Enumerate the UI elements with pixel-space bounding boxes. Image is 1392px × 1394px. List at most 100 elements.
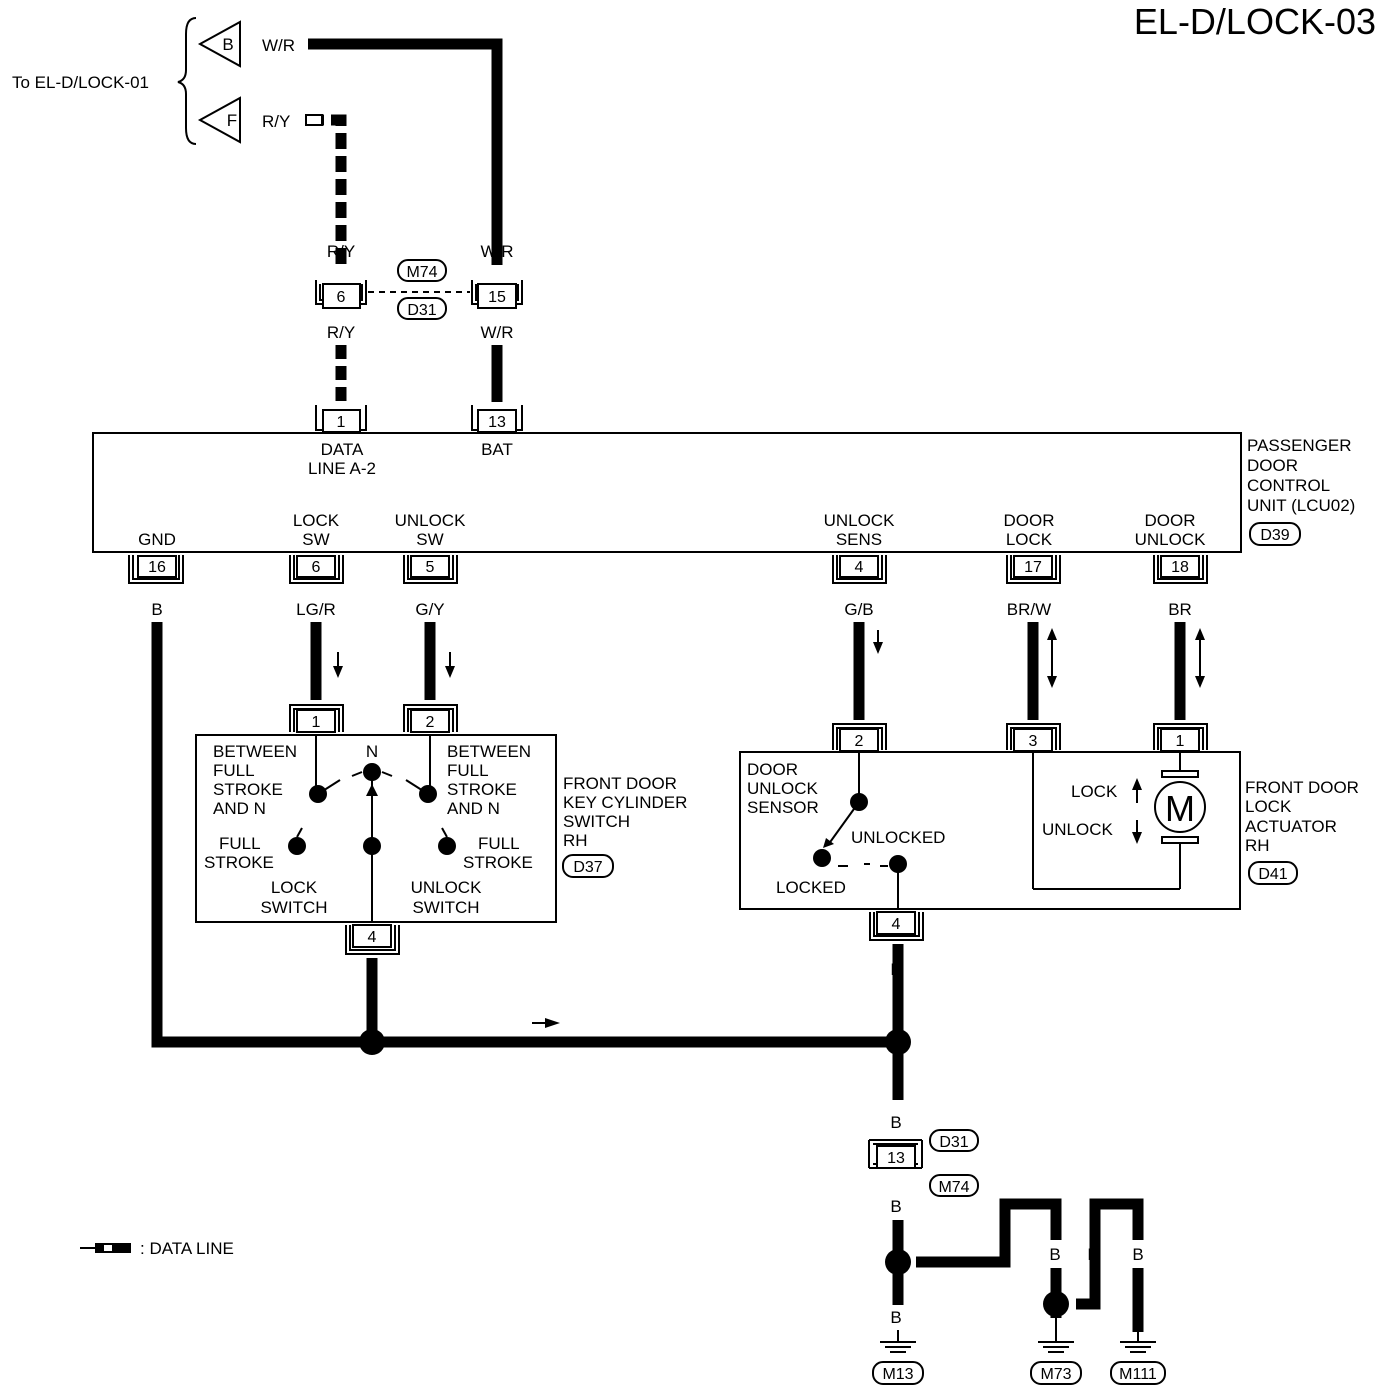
joint-wire-tl: R/Y <box>327 242 355 261</box>
cu-pin1-box <box>322 409 361 433</box>
ks-pin-1: 1 <box>289 704 344 733</box>
ks-lock-switch-2: SWITCH <box>260 898 327 917</box>
svg-text:1: 1 <box>312 714 321 731</box>
motor-label: M <box>1165 788 1195 829</box>
cu-name-4: UNIT (LCU02) <box>1247 496 1355 515</box>
svg-text:4: 4 <box>368 929 377 946</box>
control-unit-box <box>92 432 1242 553</box>
joint-right-pin-box <box>477 283 517 309</box>
arrow-down-sens <box>873 630 883 654</box>
cu-bottom-pin-4: 4 <box>832 555 887 584</box>
wr-wire <box>308 38 503 265</box>
act-pin-3: 3 <box>1006 723 1061 752</box>
svg-text:18: 18 <box>1171 559 1189 576</box>
arrow-down-unlock <box>445 652 455 678</box>
ks-pin-2: 2 <box>403 704 458 733</box>
svg-text:6: 6 <box>312 559 321 576</box>
ground-wire-m73b: B <box>1087 1245 1098 1264</box>
cu-bottom-pin-16: 16 <box>128 555 184 584</box>
wire-gb: G/B <box>844 600 873 619</box>
act-sensor-switch <box>813 753 907 910</box>
svg-text:2: 2 <box>855 733 864 750</box>
act-unlocked-label: UNLOCKED <box>851 828 945 847</box>
ks-left-between-2: FULL <box>213 761 255 780</box>
svg-text:5: 5 <box>426 559 435 576</box>
ground-symbol-m111 <box>1120 1332 1156 1353</box>
joint-left-pin-box <box>322 283 361 309</box>
ks-right-between-4: AND N <box>447 799 500 818</box>
ks-left-between-4: AND N <box>213 799 266 818</box>
cu-label-doorlock-1: DOOR <box>1004 511 1055 530</box>
ks-right-between-3: STROKE <box>447 780 517 799</box>
ground-joint-id-bottom-badge <box>929 1174 979 1197</box>
act-name-2: LOCK <box>1245 797 1292 816</box>
cu-bottom-pin-18: 18 <box>1153 555 1208 584</box>
wire-lgr: LG/R <box>296 600 336 619</box>
joint-id-top: M74 <box>406 264 437 281</box>
cu-label-doorunlock-1: DOOR <box>1145 511 1196 530</box>
ground-joint-id-bottom: M74 <box>938 1179 969 1196</box>
joint-id-top-badge <box>397 259 447 282</box>
svg-text:17: 17 <box>1024 559 1042 576</box>
connector-b-letter: B <box>222 35 233 54</box>
diagram-title: EL-D/LOCK-03 <box>1134 1 1376 42</box>
cu-label-gnd: GND <box>138 530 176 549</box>
svg-text:2: 2 <box>426 714 435 731</box>
joint-wire-tr: W/R <box>480 242 513 261</box>
cu-top-label-data: DATA <box>321 440 364 459</box>
data-line-end <box>305 114 323 126</box>
cu-label-unlock-1: UNLOCK <box>395 511 467 530</box>
ks-left-full-1: FULL <box>219 834 261 853</box>
cu-name-2: DOOR <box>1247 456 1298 475</box>
svg-text:13: 13 <box>887 1150 905 1167</box>
ground-m73-badge <box>1030 1361 1082 1385</box>
ks-left-between-3: STROKE <box>213 780 283 799</box>
ground-wire-2: B <box>890 1197 901 1216</box>
act-pin-1: 1 <box>1153 723 1208 752</box>
act-id-badge <box>1248 861 1298 885</box>
ks-internals <box>288 736 456 922</box>
ground-joint-pin-13: 13 <box>868 1139 923 1169</box>
ground-m111-badge <box>1110 1361 1166 1385</box>
arrow-bidir-unlock <box>1195 628 1205 688</box>
cu-id-badge <box>1249 522 1301 546</box>
act-sensor-2: UNLOCK <box>747 779 819 798</box>
cu-id: D39 <box>1260 527 1289 544</box>
splice-ground <box>885 1249 911 1275</box>
act-pin-2: 2 <box>832 723 887 752</box>
joint-wire-bl: R/Y <box>327 323 355 342</box>
cu-top-pin-13: 13 <box>488 414 506 431</box>
ground-branch-m111 <box>1076 1198 1144 1310</box>
joint-id-bottom: D31 <box>407 302 436 319</box>
ks-pin-4: 4 <box>345 924 400 955</box>
ks-left-full-2: STROKE <box>204 853 274 872</box>
svg-text:4: 4 <box>855 559 864 576</box>
cu-label-sens-1: UNLOCK <box>824 511 896 530</box>
cu-label-doorunlock-2: UNLOCK <box>1135 530 1207 549</box>
ks-left-between-1: BETWEEN <box>213 742 297 761</box>
connector-f-arrow <box>197 96 241 144</box>
act-id: D41 <box>1258 866 1287 883</box>
svg-text:3: 3 <box>1029 733 1038 750</box>
cu-pin13-box <box>477 409 517 433</box>
act-sensor-1: DOOR <box>747 760 798 779</box>
ground-symbol-m73 <box>1038 1318 1074 1353</box>
cu-name-3: CONTROL <box>1247 476 1330 495</box>
ground-wire-m111: B <box>1132 1245 1143 1264</box>
ks-right-full-1: FULL <box>478 834 520 853</box>
act-unlock-label: UNLOCK <box>1042 820 1114 839</box>
wire-gnd-run <box>151 622 372 1048</box>
wire-brw: BR/W <box>1007 600 1051 619</box>
legend-data-line: : DATA LINE <box>140 1239 234 1258</box>
svg-text:4: 4 <box>892 916 901 933</box>
cu-name-1: PASSENGER <box>1247 436 1352 455</box>
arrow-down-lock <box>333 652 343 678</box>
cu-bottom-pin-17: 17 <box>1006 555 1061 584</box>
actuator-box <box>739 751 1241 910</box>
ks-id: D37 <box>573 859 602 876</box>
wire-gy: G/Y <box>415 600 444 619</box>
motor-icon <box>1154 781 1206 833</box>
act-motor-circuit <box>1032 753 1199 890</box>
wire-br: BR <box>1168 600 1192 619</box>
wire-b-gnd: B <box>151 600 162 619</box>
